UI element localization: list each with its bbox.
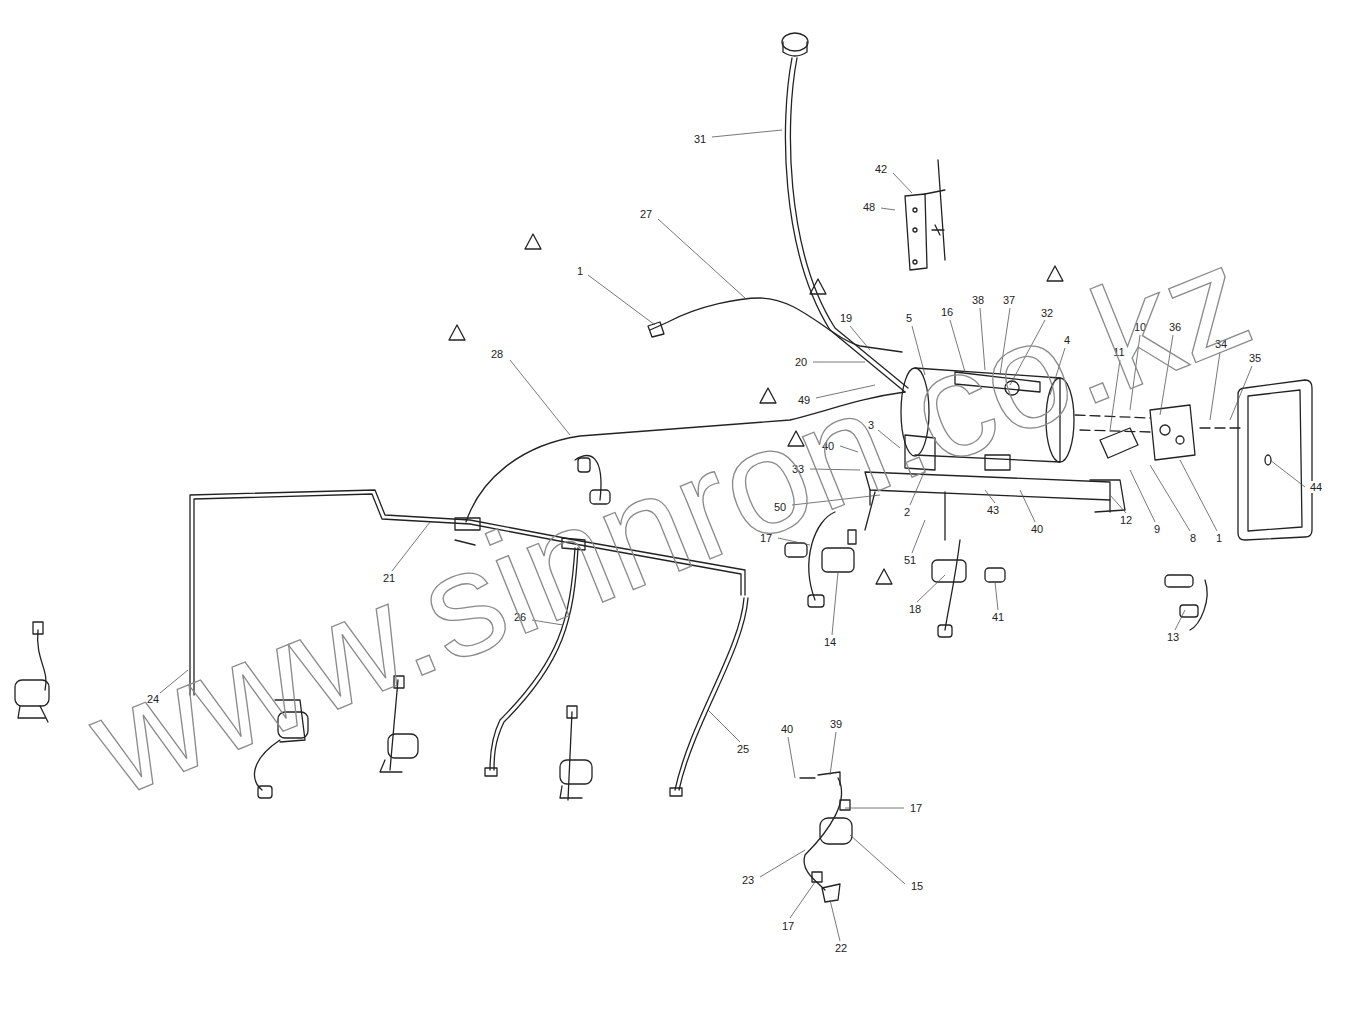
- callout-number: 25: [736, 743, 750, 755]
- callout-number: 27: [639, 208, 653, 220]
- callout-number: 22: [834, 942, 848, 954]
- callout-number: 28: [490, 348, 504, 360]
- callout-number: 18: [908, 603, 922, 615]
- watermark: www.sinnron.co.kz: [72, 221, 1268, 819]
- callout-number: 19: [839, 312, 853, 324]
- callout-number: 8: [1189, 532, 1197, 544]
- callout-number: 2: [903, 506, 911, 518]
- callout-number: 41: [991, 611, 1005, 623]
- callout-number: 20: [794, 356, 808, 368]
- callout-number: 23: [741, 874, 755, 886]
- callout-number: 1: [576, 265, 584, 277]
- callout-number: 17: [781, 920, 795, 932]
- callout-number: 13: [1166, 631, 1180, 643]
- callout-number: 1: [1215, 532, 1223, 544]
- callout-number: 9: [1153, 523, 1161, 535]
- callout-number: 12: [1119, 514, 1133, 526]
- callout-number: 43: [986, 504, 1000, 516]
- callout-number: 51: [903, 554, 917, 566]
- callout-number: 5: [905, 312, 913, 324]
- callout-number: 39: [829, 718, 843, 730]
- callout-number: 48: [862, 201, 876, 213]
- callout-number: 15: [910, 880, 924, 892]
- callout-number: 42: [874, 163, 888, 175]
- callout-number: 38: [971, 294, 985, 306]
- callout-number: 40: [1030, 523, 1044, 535]
- callout-number: 44: [1309, 481, 1323, 493]
- callout-number: 14: [823, 636, 837, 648]
- callout-number: 17: [909, 802, 923, 814]
- callout-number: 31: [693, 133, 707, 145]
- callout-number: 16: [940, 306, 954, 318]
- callout-number: 40: [780, 723, 794, 735]
